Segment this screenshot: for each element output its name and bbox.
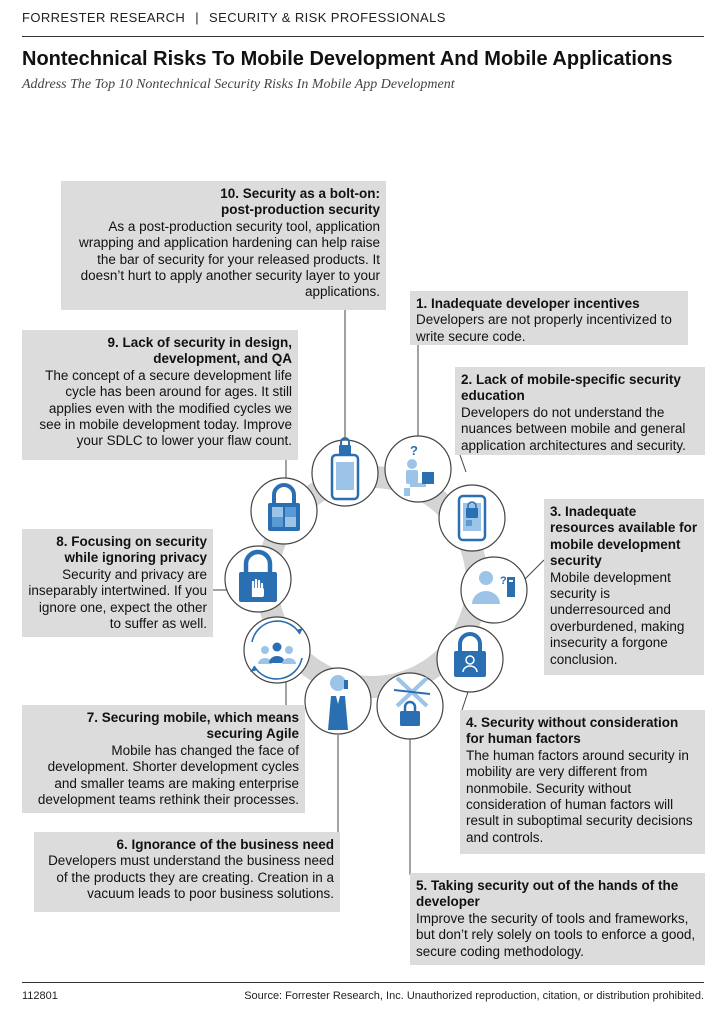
phone-puzzle-icon <box>457 494 487 542</box>
business-person-icon <box>328 675 348 730</box>
risk-box-10: 10. Security as a bolt-on: post-producti… <box>61 181 386 310</box>
icon-circle-3 <box>460 556 528 624</box>
risk-heading: 3. Inadequate resources available for mo… <box>550 504 698 569</box>
connector-3 <box>523 559 545 581</box>
header-separator: | <box>195 10 200 25</box>
icon-circle-1 <box>384 435 452 503</box>
risk-heading: 4. Security without consideration for hu… <box>466 715 679 747</box>
risk-box-3: 3. Inadequate resources available for mo… <box>544 499 704 675</box>
risk-box-7: 7. Securing mobile, which means securing… <box>22 705 305 813</box>
page-title: Nontechnical Risks To Mobile Development… <box>22 48 673 70</box>
risk-heading: 1. Inadequate developer incentives <box>416 296 640 311</box>
risk-body: The human factors around security in mob… <box>466 747 693 845</box>
risk-body: Developers are not properly incentivized… <box>416 312 672 344</box>
risk-body: Mobile development security is underreso… <box>550 569 685 667</box>
footer-rule <box>22 982 704 983</box>
risk-heading: 6. Ignorance of the business need <box>116 837 334 852</box>
header-rule <box>22 36 704 37</box>
risk-heading: 5. Taking security out of the hands of t… <box>416 878 679 910</box>
risk-heading: 8. Focusing on security while ignoring p… <box>56 534 207 566</box>
risk-box-8: 8. Focusing on security while ignoring p… <box>22 529 213 637</box>
risk-heading: 2. Lack of mobile-specific security educ… <box>461 372 681 404</box>
person-server-icon: ? <box>472 571 515 604</box>
header-org: FORRESTER RESEARCH <box>22 10 186 25</box>
risk-heading: 10. Security as a bolt-on: post-producti… <box>220 186 380 218</box>
risk-heading: 9. Lack of security in design, developme… <box>107 335 292 367</box>
risk-body: Developers do not understand the nuances… <box>461 404 686 453</box>
risk-body: The concept of a secure development life… <box>39 367 292 449</box>
risk-body: Security and privacy are inseparably int… <box>28 566 207 632</box>
padlock-person-icon <box>454 632 486 677</box>
risk-body: Developers must understand the business … <box>48 853 334 902</box>
risk-body: As a post-production security tool, appl… <box>79 218 380 300</box>
agile-team-icon <box>250 620 303 680</box>
risk-box-1: 1. Inadequate developer incentives Devel… <box>410 291 688 345</box>
connector-2 <box>459 454 467 473</box>
question-mark-text: ? <box>410 443 418 458</box>
risk-box-4: 4. Security without consideration for hu… <box>460 710 705 854</box>
report-header: FORRESTER RESEARCH | SECURITY & RISK PRO… <box>22 10 446 25</box>
risk-box-2: 2. Lack of mobile-specific security educ… <box>455 367 705 455</box>
document-id: 112801 <box>22 990 58 1002</box>
developer-question-icon: ? <box>404 443 434 496</box>
header-section: SECURITY & RISK PROFESSIONALS <box>209 10 446 25</box>
page-subtitle: Address The Top 10 Nontechnical Security… <box>22 77 455 92</box>
risk-heading: 7. Securing mobile, which means securing… <box>86 710 299 742</box>
crossed-tools-padlock-icon <box>393 676 431 726</box>
risk-body: Mobile has changed the face of developme… <box>37 742 299 808</box>
locked-phone-icon <box>330 437 360 501</box>
risk-body: Improve the security of tools and framew… <box>416 910 696 959</box>
connector-lines <box>213 310 545 875</box>
source-note: Source: Forrester Research, Inc. Unautho… <box>244 990 704 1002</box>
padlock-puzzle-icon <box>268 483 300 531</box>
privacy-padlock-icon <box>239 549 277 602</box>
risk-box-9: 9. Lack of security in design, developme… <box>22 330 298 460</box>
risk-box-6: 6. Ignorance of the business need Develo… <box>34 832 340 912</box>
risk-box-5: 5. Taking security out of the hands of t… <box>410 873 705 965</box>
icon-circle-5 <box>376 672 444 740</box>
question-mark-text-2: ? <box>500 575 507 587</box>
